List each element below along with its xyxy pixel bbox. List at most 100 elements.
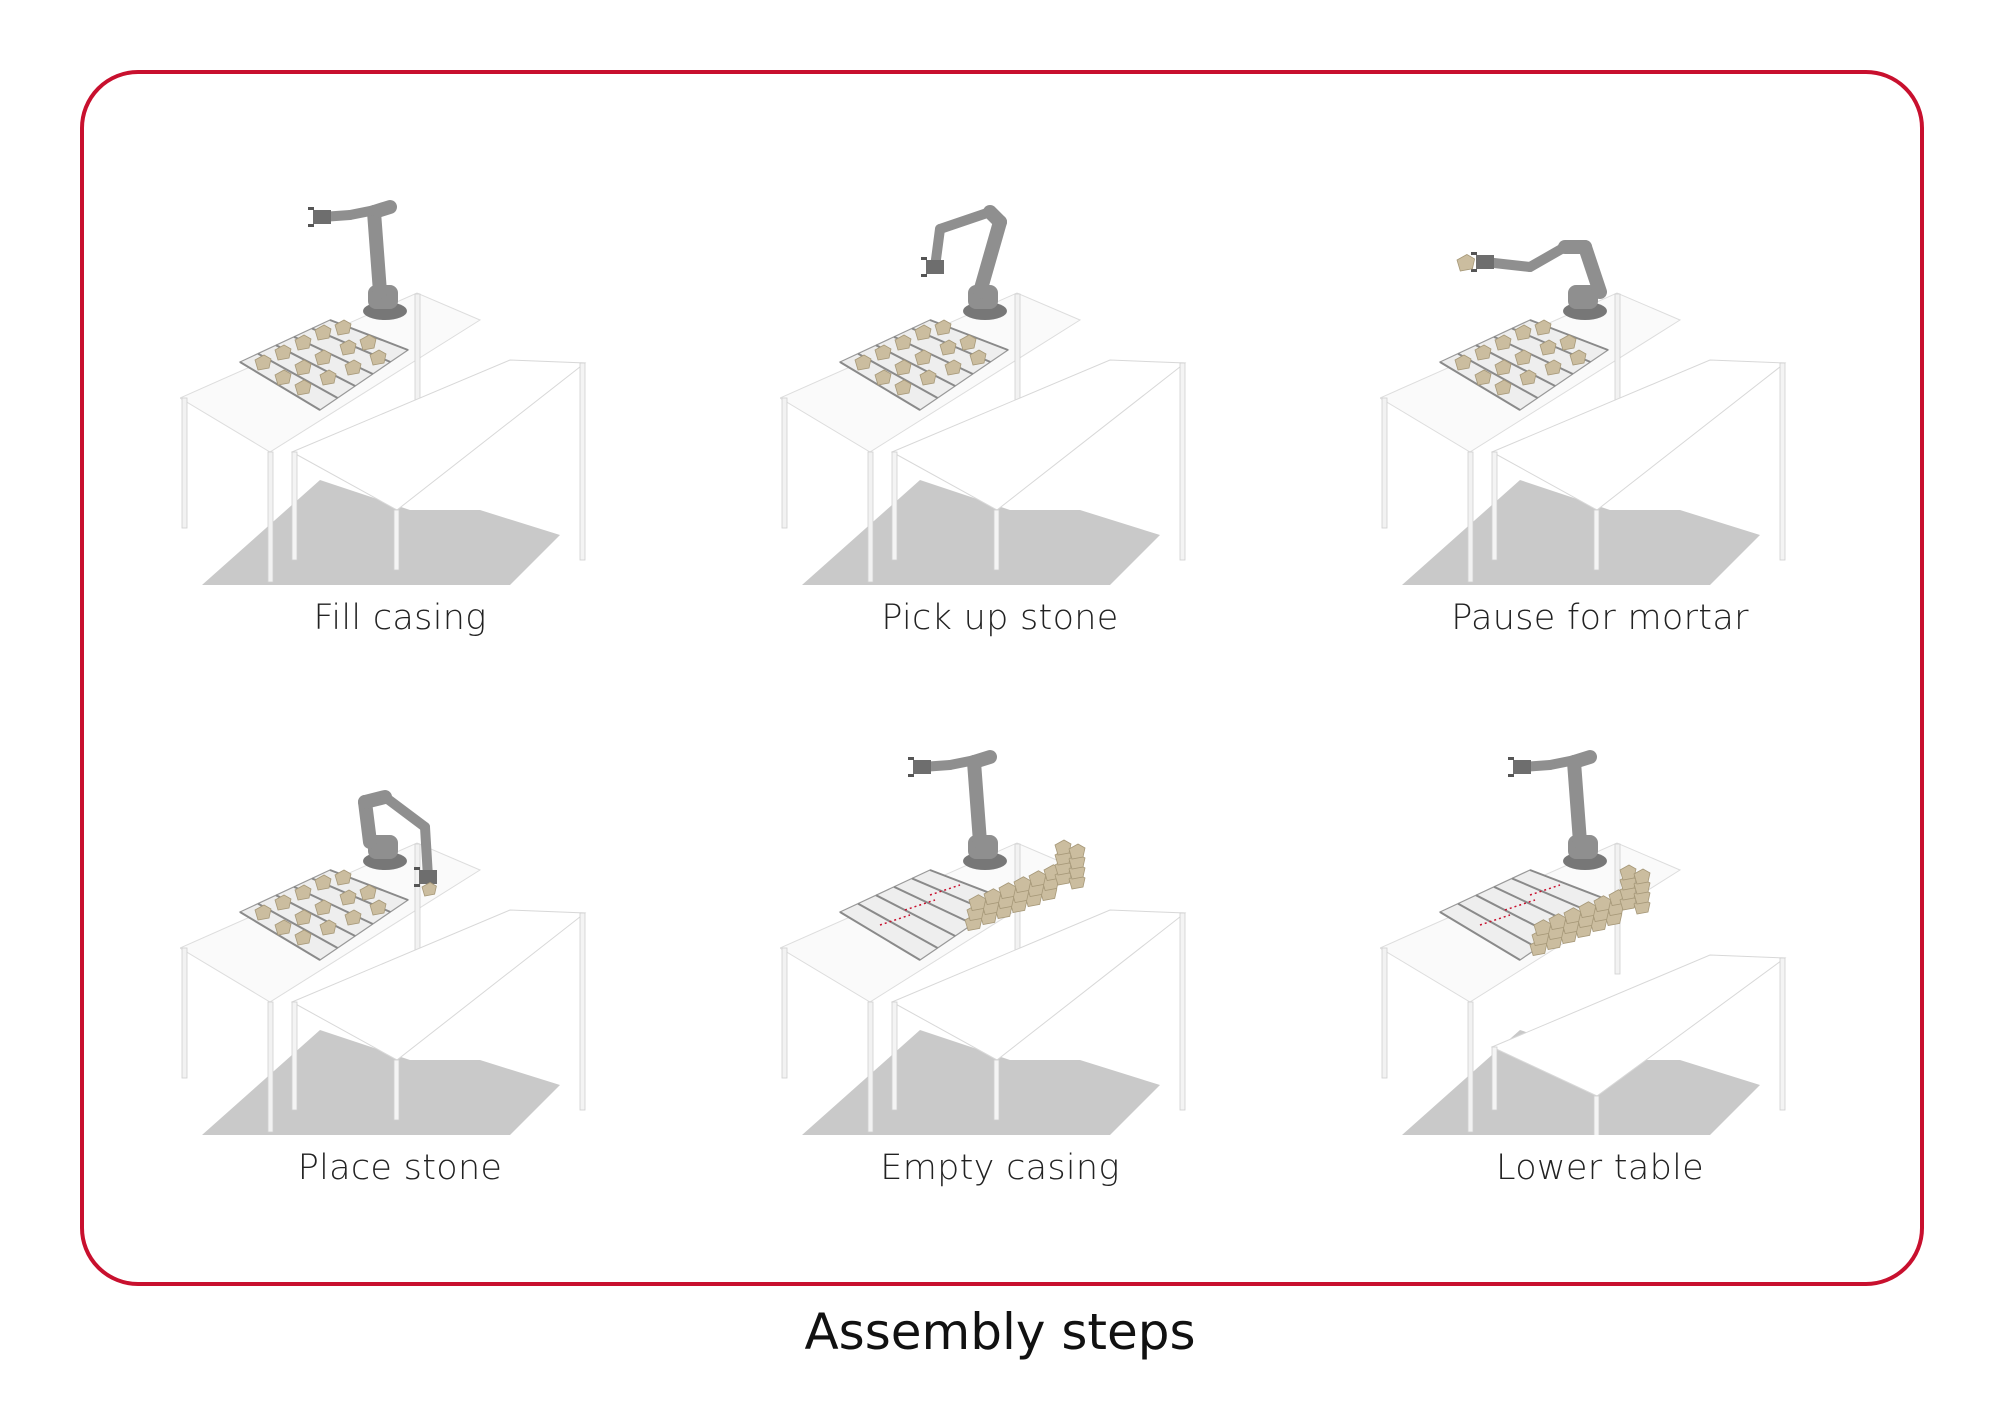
tray-bar <box>875 894 956 937</box>
table-leg <box>1779 957 1786 1111</box>
stone <box>1494 359 1512 376</box>
floor-shadow <box>1402 480 1760 585</box>
stone <box>1569 349 1587 366</box>
stone <box>344 359 362 376</box>
stone <box>359 884 377 901</box>
robot-arm-link <box>420 822 433 882</box>
step-lower-table: Lower table <box>1320 730 1880 1250</box>
stone <box>314 349 332 366</box>
stone <box>968 894 987 911</box>
stone <box>1559 334 1577 351</box>
lower-table-illustration <box>1380 750 1787 1135</box>
stone <box>274 369 292 386</box>
stone <box>314 324 332 341</box>
stone <box>969 349 987 366</box>
step-fill-casing: Fill casing <box>120 180 680 700</box>
stone <box>854 354 872 371</box>
stone <box>294 884 312 901</box>
table-leg <box>1593 509 1600 571</box>
robot-gripper <box>913 760 931 774</box>
table-leg <box>1491 1046 1498 1111</box>
gripper-finger <box>921 257 927 260</box>
table-leg <box>891 451 898 561</box>
tray-marker <box>1504 899 1536 911</box>
robot-gripper <box>419 870 437 884</box>
stone <box>939 339 957 356</box>
stone <box>914 324 932 341</box>
table-leg <box>579 912 586 1111</box>
step-label: Lower table <box>1496 1148 1704 1188</box>
stone <box>914 349 932 366</box>
table-leg <box>291 1001 298 1111</box>
robot-gripper <box>1476 255 1494 269</box>
step-label: Pick up stone <box>881 598 1119 638</box>
robot-arm-link <box>1545 752 1595 770</box>
floor-shadow <box>202 1030 560 1135</box>
table-leg <box>181 397 188 529</box>
stone <box>1539 339 1557 356</box>
pick-up-stone-illustration <box>780 205 1187 585</box>
stone <box>254 354 272 371</box>
empty-casing-illustration <box>780 750 1187 1135</box>
stone <box>894 359 912 376</box>
tray-bar <box>857 902 939 949</box>
stone <box>1514 349 1532 366</box>
pause-for-mortar-illustration <box>1380 240 1787 585</box>
floor-shadow <box>802 480 1160 585</box>
stone <box>1593 895 1612 912</box>
stone <box>1514 324 1532 341</box>
table-leg <box>393 509 400 571</box>
tray-bar <box>839 911 921 961</box>
floor-shadow <box>202 480 560 585</box>
gripper-finger <box>1471 269 1477 272</box>
gripper-finger <box>1471 252 1477 255</box>
stone <box>319 919 337 936</box>
tray-bar <box>1439 361 1521 411</box>
stone <box>1533 919 1552 936</box>
robot-gripper <box>926 260 944 274</box>
robot-arm-link <box>945 752 995 770</box>
table-leg <box>267 1001 274 1133</box>
gripper-finger <box>308 207 314 210</box>
stone <box>274 894 292 911</box>
stone <box>1633 868 1651 885</box>
step-pick-up-stone: Pick up stone <box>720 180 1280 700</box>
stone <box>339 889 357 906</box>
table-leg <box>867 1001 874 1133</box>
stone <box>874 369 892 386</box>
stone <box>339 339 357 356</box>
gripper-finger <box>1508 774 1514 777</box>
stone <box>1548 913 1567 930</box>
stone <box>1054 839 1072 856</box>
step-label: Fill casing <box>313 598 487 638</box>
table-leg <box>781 947 788 1079</box>
robot-arm-link <box>973 215 1007 299</box>
robot-gripper <box>1513 760 1531 774</box>
table-leg <box>291 451 298 561</box>
tray-bar <box>857 352 939 399</box>
stone <box>314 874 332 891</box>
stone <box>274 344 292 361</box>
table-leg <box>1779 362 1786 561</box>
stone <box>1013 876 1032 893</box>
gripper-finger <box>414 884 420 887</box>
tray-marker <box>929 884 961 896</box>
table-leg <box>993 509 1000 571</box>
stone <box>959 334 977 351</box>
table-leg <box>267 451 274 583</box>
step-place-stone: Place stone <box>120 730 680 1250</box>
stone <box>1028 870 1047 887</box>
tray-bar <box>1439 911 1521 961</box>
floor-shadow <box>802 1030 1160 1135</box>
stone <box>874 344 892 361</box>
robot-arm-link <box>1567 755 1587 849</box>
tray-marker <box>879 914 911 926</box>
tray-marker <box>1529 884 1561 896</box>
table-leg <box>1467 451 1474 583</box>
stone <box>254 904 272 921</box>
table-leg <box>1593 1095 1600 1135</box>
table-leg <box>1491 451 1498 561</box>
stone <box>1474 369 1492 386</box>
gripper-finger <box>908 774 914 777</box>
step-label: Empty casing <box>880 1148 1120 1188</box>
